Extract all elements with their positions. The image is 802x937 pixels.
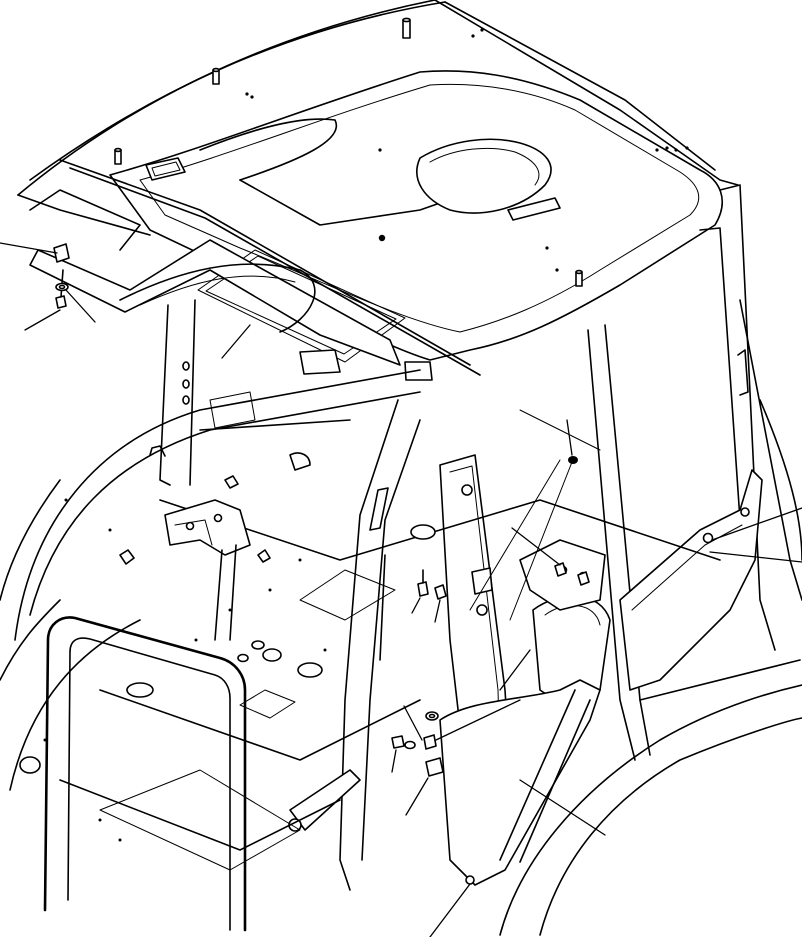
roof-studs	[114, 17, 689, 287]
nut	[434, 584, 447, 600]
seat-bracket	[164, 499, 251, 641]
bolt	[417, 569, 429, 597]
front-pillar-left	[149, 299, 196, 486]
lower-trim-panel	[519, 539, 611, 701]
bolt	[391, 735, 405, 749]
grab-handle	[439, 679, 601, 886]
rear-bulkhead	[0, 369, 421, 791]
door-frame	[43, 616, 361, 932]
washer	[425, 711, 439, 721]
washer	[55, 282, 69, 292]
roof-hatch	[416, 138, 561, 221]
nut	[568, 456, 578, 464]
roof-outer-shell	[17, 0, 739, 376]
side-trim-panel	[619, 349, 763, 691]
cab-right-shell	[499, 299, 802, 936]
clip	[425, 757, 444, 777]
floor-plate	[19, 452, 721, 871]
fastener-group-left	[53, 243, 70, 309]
front-pillar-right	[339, 399, 421, 891]
fastener-group-center	[391, 456, 590, 777]
nut	[423, 734, 437, 750]
clip	[53, 243, 70, 263]
washer	[404, 740, 416, 750]
leader-lines	[0, 242, 802, 937]
nut	[554, 562, 590, 586]
roof-panel	[109, 70, 724, 363]
